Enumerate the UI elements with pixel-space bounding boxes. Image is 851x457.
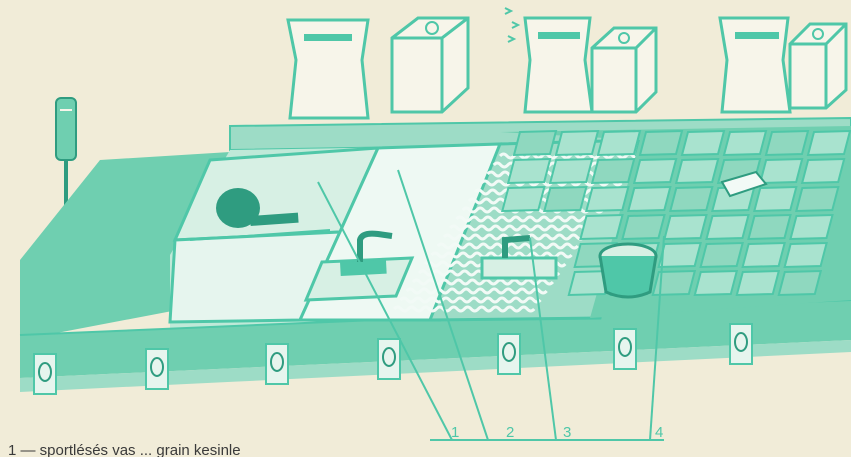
tile (514, 131, 556, 155)
adhesive-ridge (450, 226, 590, 230)
tile (653, 271, 695, 295)
tile (676, 159, 718, 183)
caption: 1 — sportlésés vas ... grain kesinle (8, 442, 241, 457)
material-bag-3 (720, 18, 790, 112)
support-post (498, 334, 520, 374)
adhesive-ridge (432, 253, 572, 257)
tile (796, 187, 838, 211)
dust-marks (505, 8, 518, 42)
callout-3: 3 (563, 424, 571, 441)
adhesive-ridge (407, 289, 547, 293)
adhesive-ridge (400, 298, 540, 302)
tile (556, 131, 598, 155)
tile (508, 159, 550, 183)
callout-2: 2 (506, 424, 514, 441)
adhesive-ridge (456, 217, 596, 221)
tile (785, 243, 827, 267)
support-post (34, 354, 56, 394)
tile (779, 271, 821, 295)
material-bag-2 (525, 18, 592, 112)
tile (701, 243, 743, 267)
tile (682, 131, 724, 155)
support-post (266, 344, 288, 384)
tile (550, 159, 592, 183)
material-box-2 (592, 28, 656, 112)
tile (760, 159, 802, 183)
tile (743, 243, 785, 267)
material-bag-1 (288, 20, 368, 118)
tile (580, 215, 622, 239)
tile (502, 187, 544, 211)
tile (598, 131, 640, 155)
tile (592, 159, 634, 183)
adhesive-ridge (394, 307, 534, 311)
support-post (730, 324, 752, 364)
tile (659, 243, 701, 267)
tile (766, 131, 808, 155)
tile (724, 131, 766, 155)
tile (586, 187, 628, 211)
tile (640, 131, 682, 155)
tile (628, 187, 670, 211)
tile (622, 215, 664, 239)
tile (634, 159, 676, 183)
tile (748, 215, 790, 239)
tile (802, 159, 844, 183)
material-box-3 (790, 24, 846, 108)
bucket-icon (600, 244, 656, 297)
tile (670, 187, 712, 211)
tile (808, 131, 850, 155)
tile (695, 271, 737, 295)
tile (754, 187, 796, 211)
support-post (614, 329, 636, 369)
callout-4: 4 (655, 424, 663, 441)
tile (706, 215, 748, 239)
tile (664, 215, 706, 239)
callout-1: 1 (451, 424, 459, 441)
support-post (378, 339, 400, 379)
tile (790, 215, 832, 239)
material-box-1 (392, 18, 468, 112)
support-post (146, 349, 168, 389)
tile (544, 187, 586, 211)
tile (737, 271, 779, 295)
